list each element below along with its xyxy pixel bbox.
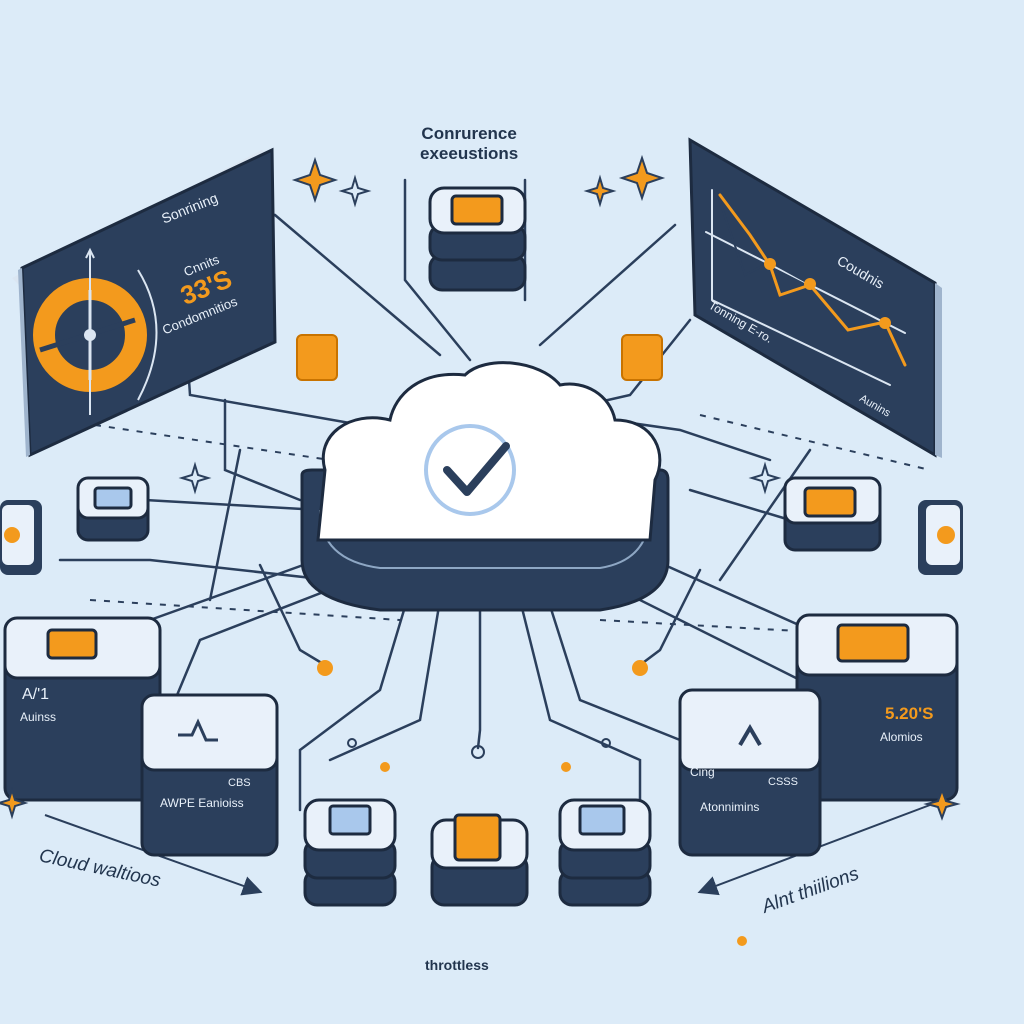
caption-bottom-center: throttless <box>425 957 489 973</box>
donut-chart <box>33 247 158 415</box>
line-chart <box>705 189 907 386</box>
right-mid-module-line2: CSSS <box>768 776 798 788</box>
cloud-hub <box>300 361 670 612</box>
left-mid-module <box>140 693 279 857</box>
mid-right-box <box>783 476 882 552</box>
gear-tile-right <box>918 500 963 575</box>
top-server-stack <box>428 186 527 292</box>
outline-sparkles <box>178 174 782 495</box>
left-mid-module-line2: AWPE Eanioiss <box>160 796 244 810</box>
node-dots <box>317 660 747 946</box>
left-front-module-subtitle: Auinss <box>20 710 57 724</box>
sparkle-icons <box>0 154 961 821</box>
top-title-line2: exeeustions <box>420 144 519 163</box>
mid-left-box <box>76 476 150 542</box>
hollow-dots <box>347 738 611 759</box>
right-front-module <box>795 613 959 802</box>
orange-cube-right <box>621 334 663 381</box>
bottom-stack-right <box>558 798 652 907</box>
right-front-module-metric: 5.20'S <box>885 704 934 723</box>
dashed-lines <box>89 414 961 641</box>
gear-tile-left <box>0 500 42 575</box>
left-front-module <box>3 616 162 802</box>
left-mid-module-line1: CBS <box>228 777 251 789</box>
left-front-module-title: A/'1 <box>22 686 50 703</box>
right-chart-panel <box>688 137 942 458</box>
left-dashboard-panel <box>12 147 277 458</box>
right-front-module-caption: Alomios <box>880 730 923 744</box>
top-title-line1: Conrurence <box>421 124 517 143</box>
right-mid-module <box>678 688 822 857</box>
bottom-stack-left <box>303 798 397 907</box>
right-mid-module-line1: Cing <box>690 765 715 779</box>
orange-cube-left <box>296 334 338 381</box>
bottom-stack-center <box>430 813 529 907</box>
right-mid-module-line3: Atonnimins <box>700 800 760 814</box>
top-title: Conrurence exeeustions <box>420 124 518 164</box>
